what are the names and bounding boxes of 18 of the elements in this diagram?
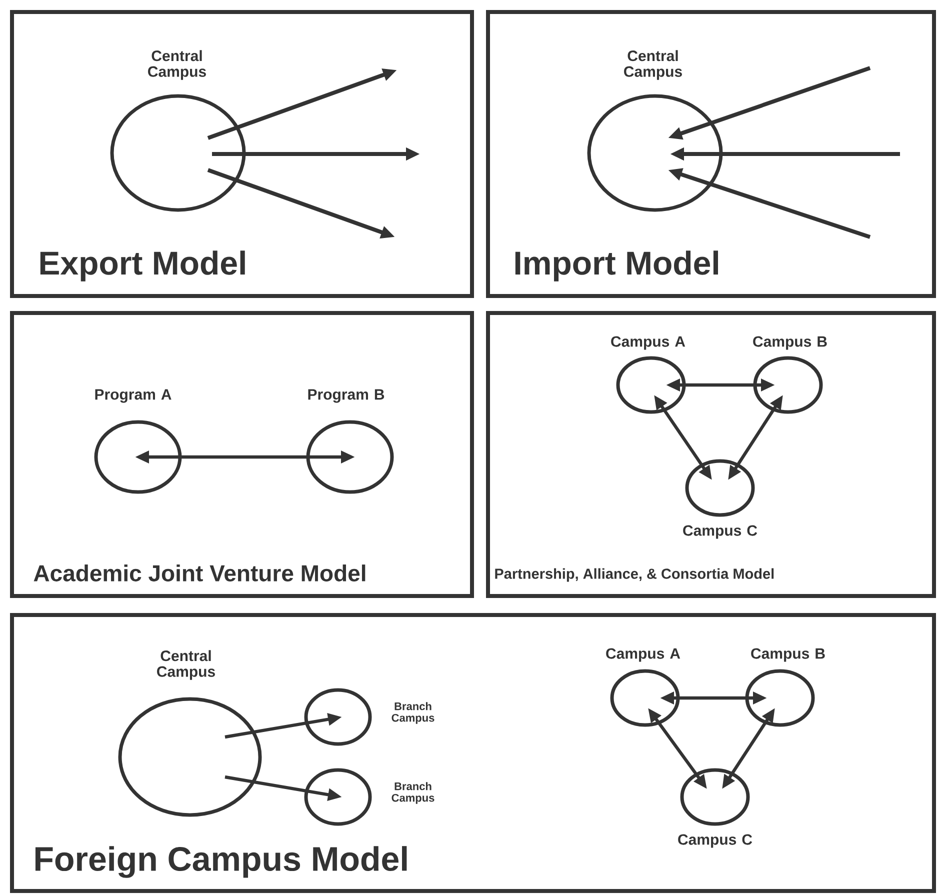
campus-label: Program B [308,389,384,403]
campus-label: Campus C [683,525,758,539]
campus-label: Campus A [611,336,686,350]
campus-label: Campus C [678,834,752,848]
campus-label: Campus B [751,648,825,662]
campus-label: Program A [95,389,172,403]
campus-label: Central Campus [148,50,206,80]
panel-title: Foreign Campus Model [35,846,407,878]
panel-title: Partnership, Alliance, & Consortia Model [495,568,774,582]
panel-title: Import Model [515,250,718,282]
campus-label: Branch Campus [392,702,434,724]
campus-label: Campus B [753,336,827,350]
panel-title: Export Model [40,250,245,282]
campus-label: Branch Campus [392,782,434,804]
panel-title: Academic Joint Venture Model [34,564,366,582]
campus-label: Central Campus [157,650,215,680]
campus-label: Campus A [606,648,680,662]
campus-label: Central Campus [624,50,682,80]
